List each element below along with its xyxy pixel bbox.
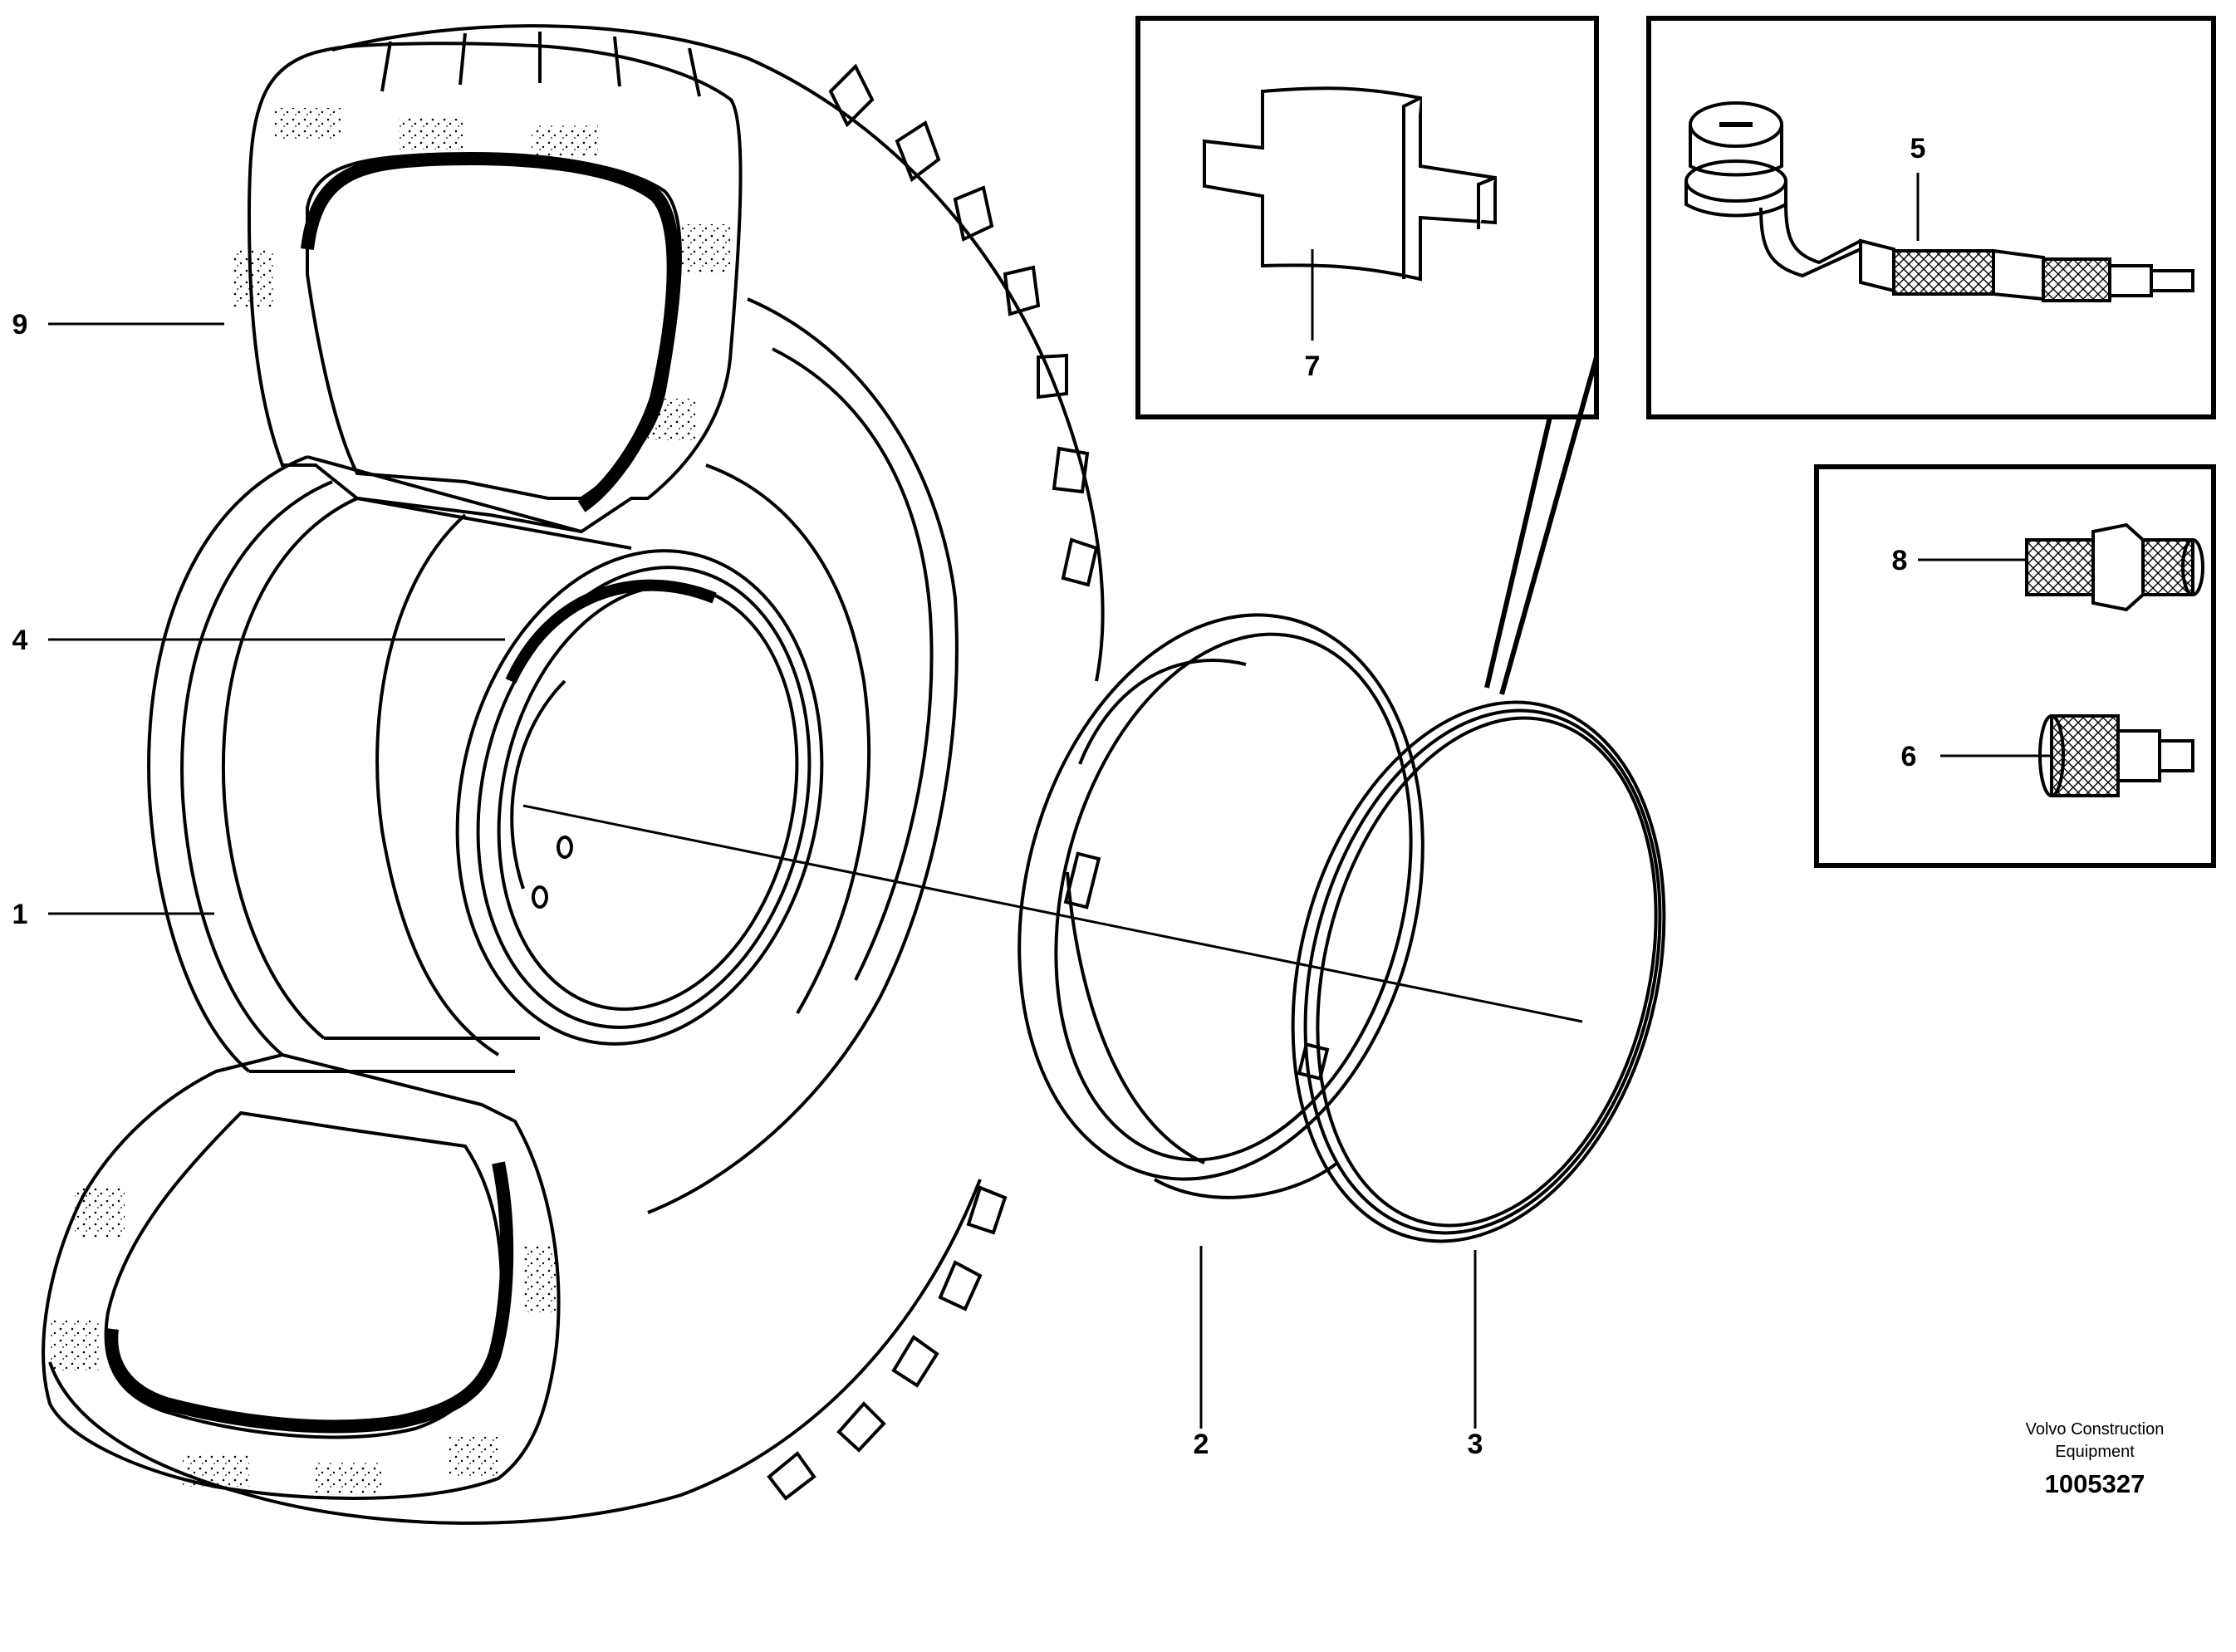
- block-part: [1203, 86, 1497, 282]
- lock-ring: [1017, 613, 1424, 1199]
- leader-lines: [48, 173, 2050, 1429]
- callout-8: 8: [1892, 545, 1908, 576]
- callout-5: 5: [1910, 133, 1926, 164]
- nipple-fitting: [2025, 522, 2204, 612]
- valve-part: [1684, 101, 2194, 302]
- credit-block: Volvo Construction Equipment 1005327: [2026, 1420, 2165, 1498]
- credit-company: Volvo Construction: [2026, 1420, 2165, 1439]
- rim: [147, 455, 632, 1073]
- inset-box-block: [1135, 16, 1599, 695]
- callout-7: 7: [1305, 350, 1321, 382]
- valve-cap: [2038, 714, 2194, 797]
- tread-lugs: [767, 63, 1099, 1501]
- callout-9: 9: [12, 309, 28, 341]
- center-axis-line: [522, 804, 1583, 1023]
- callouts: 1 2 3 4 5 6 7 8 9: [12, 133, 1926, 1460]
- callout-2: 2: [1194, 1429, 1209, 1460]
- credit-company-line2: Equipment: [2055, 1443, 2135, 1461]
- callout-4: 4: [12, 625, 28, 656]
- tire: [42, 24, 1105, 1525]
- drawing-number: 1005327: [2045, 1469, 2145, 1498]
- callout-1: 1: [12, 899, 28, 930]
- rim-flange: [455, 549, 824, 1046]
- callout-3: 3: [1468, 1429, 1483, 1460]
- inset-box-fittings: [1814, 464, 2216, 868]
- callout-6: 6: [1901, 741, 1917, 772]
- o-ring: [1291, 700, 1666, 1243]
- inset-box-valve: [1646, 16, 2216, 419]
